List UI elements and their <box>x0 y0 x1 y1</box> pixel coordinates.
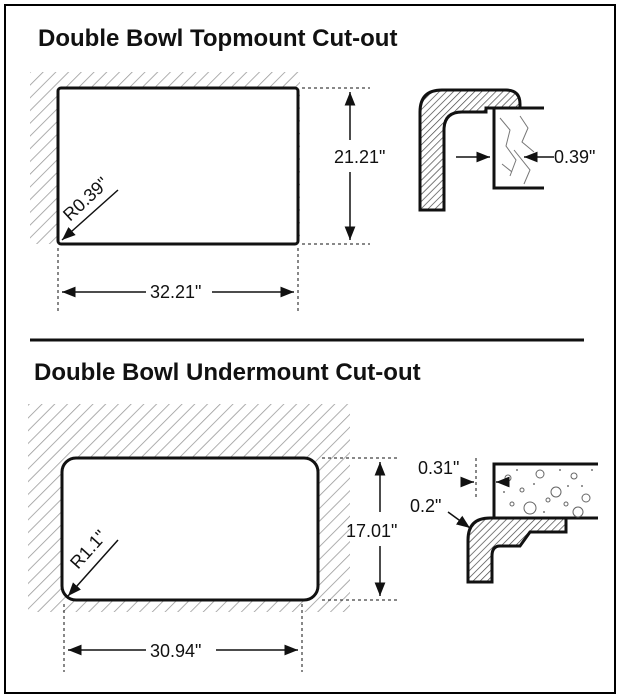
topmount-height-dimension <box>302 87 370 245</box>
undermount-height-dimension <box>322 457 400 601</box>
undermount-cutout-outline <box>60 456 320 602</box>
topmount-edge-label: 0.39" <box>554 147 595 167</box>
undermount-profile-detail <box>447 458 598 584</box>
undermount-width-label: 30.94" <box>150 641 201 661</box>
undermount-height-label: 17.01" <box>346 521 397 541</box>
topmount-width-label: 32.21" <box>150 282 201 302</box>
topmount-title: Double Bowl Topmount Cut-out <box>38 25 397 52</box>
topmount-radius-arrow <box>61 189 119 241</box>
undermount-overhang-label: 0.31" <box>418 458 459 478</box>
topmount-height-label: 21.21" <box>334 147 385 167</box>
topmount-cutout-outline <box>56 86 300 246</box>
topmount-hatch-area <box>30 72 300 244</box>
undermount-hatch-area <box>28 404 350 612</box>
topmount-width-dimension <box>57 248 299 312</box>
undermount-radius-arrow <box>67 539 119 597</box>
undermount-width-dimension <box>63 604 303 672</box>
undermount-reveal-label: 0.2" <box>410 496 441 516</box>
topmount-profile-detail <box>418 88 554 212</box>
drawing-frame <box>4 4 616 694</box>
undermount-title: Double Bowl Undermount Cut-out <box>34 359 421 386</box>
